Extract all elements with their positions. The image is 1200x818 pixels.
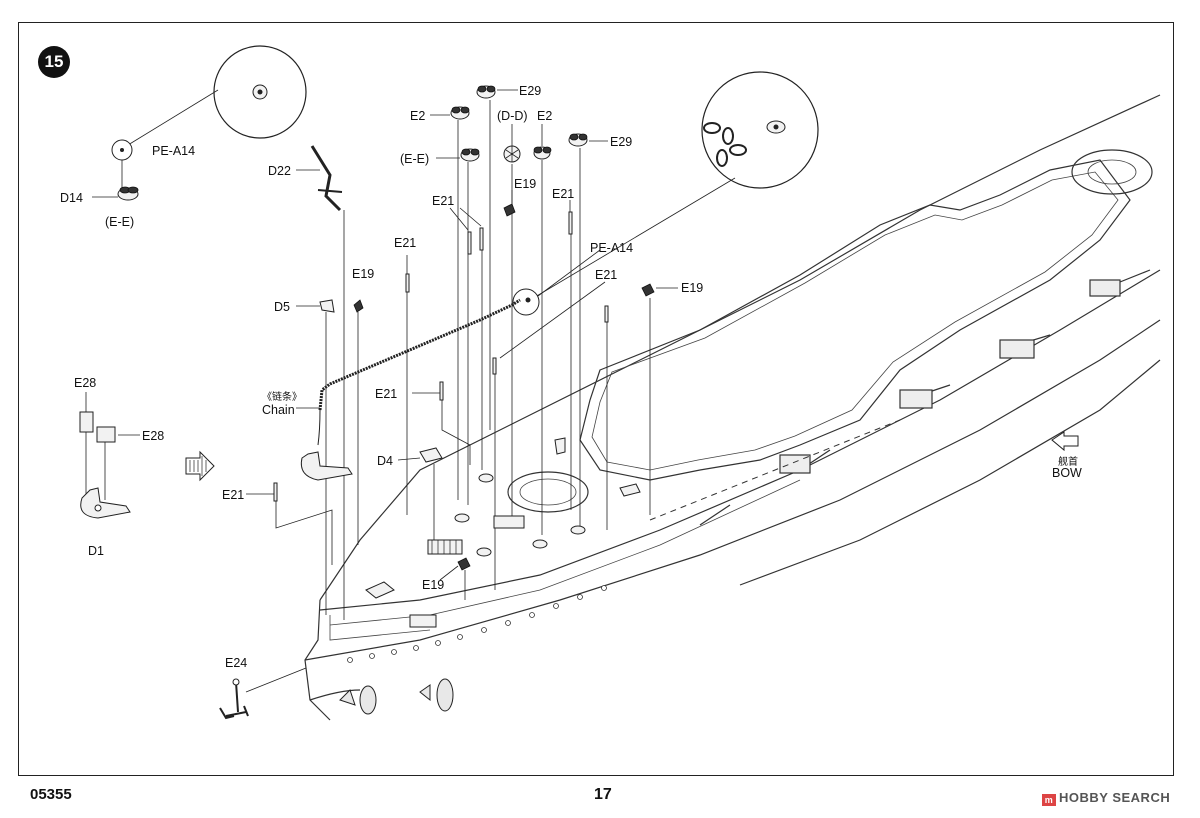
label-ee-left: (E-E) xyxy=(105,215,134,229)
label-d14: D14 xyxy=(60,191,83,205)
bow-arrow xyxy=(1051,431,1079,452)
label-e21-pair: E21 xyxy=(432,194,454,208)
label-d5: D5 xyxy=(274,300,290,314)
part-e19-bottom xyxy=(439,557,471,600)
label-d1: D1 xyxy=(88,544,104,558)
label-e21-bottom-left: E21 xyxy=(222,488,244,502)
label-e29-top: E29 xyxy=(519,84,541,98)
label-e28-right: E28 xyxy=(142,429,164,443)
label-bow-cn: 舰首 xyxy=(1058,455,1078,468)
instruction-frame xyxy=(18,22,1174,776)
label-pe-a14-top: PE-A14 xyxy=(152,144,195,158)
parts-top-cluster xyxy=(430,85,608,535)
label-e19-left: E19 xyxy=(352,267,374,281)
chain-assembly xyxy=(317,249,601,446)
part-e21-bottom-left xyxy=(246,482,333,565)
arrow-into-hull xyxy=(185,450,215,482)
label-d4: D4 xyxy=(377,454,393,468)
part-e24-anchor xyxy=(219,667,307,720)
label-bow: BOW xyxy=(1052,466,1082,480)
product-code: 05355 xyxy=(30,786,72,803)
label-e28-top: E28 xyxy=(74,376,96,390)
step-number-badge: 15 xyxy=(38,46,70,78)
detail-chain xyxy=(529,71,819,301)
part-d4 xyxy=(397,447,463,555)
page-number: 17 xyxy=(594,786,612,803)
label-e19-right: E19 xyxy=(681,281,703,295)
label-chain: Chain xyxy=(262,403,295,417)
part-d22 xyxy=(296,145,345,620)
label-pe-a14-mid: PE-A14 xyxy=(590,241,633,255)
watermark-text: HOBBY SEARCH xyxy=(1059,790,1171,805)
ship-hull xyxy=(304,94,1161,721)
label-chain-cn: 《链条》 xyxy=(262,390,302,403)
detail-pe-a14 xyxy=(92,45,307,201)
label-e2-left: E2 xyxy=(410,109,425,123)
hobby-search-logo-icon: m xyxy=(1042,794,1056,806)
d1-on-hull xyxy=(300,451,353,481)
label-e29-right: E29 xyxy=(610,135,632,149)
parts-d1-e28 xyxy=(79,392,140,519)
label-d22: D22 xyxy=(268,164,291,178)
part-e19-right xyxy=(641,283,678,515)
label-dd: (D-D) xyxy=(497,109,528,123)
parts-e21-columns xyxy=(405,255,609,590)
label-e21-right-single: E21 xyxy=(552,187,574,201)
label-e21-column-right: E21 xyxy=(595,268,617,282)
label-e21-mid-left: E21 xyxy=(375,387,397,401)
label-e19-top: E19 xyxy=(514,177,536,191)
label-e21-column-left: E21 xyxy=(394,236,416,250)
label-e19-bottom: E19 xyxy=(422,578,444,592)
label-e24: E24 xyxy=(225,656,247,670)
label-e2-right: E2 xyxy=(537,109,552,123)
deck-fittings xyxy=(365,437,641,599)
parts-d5-e19-left xyxy=(296,299,364,615)
label-ee-mid: (E-E) xyxy=(400,152,429,166)
